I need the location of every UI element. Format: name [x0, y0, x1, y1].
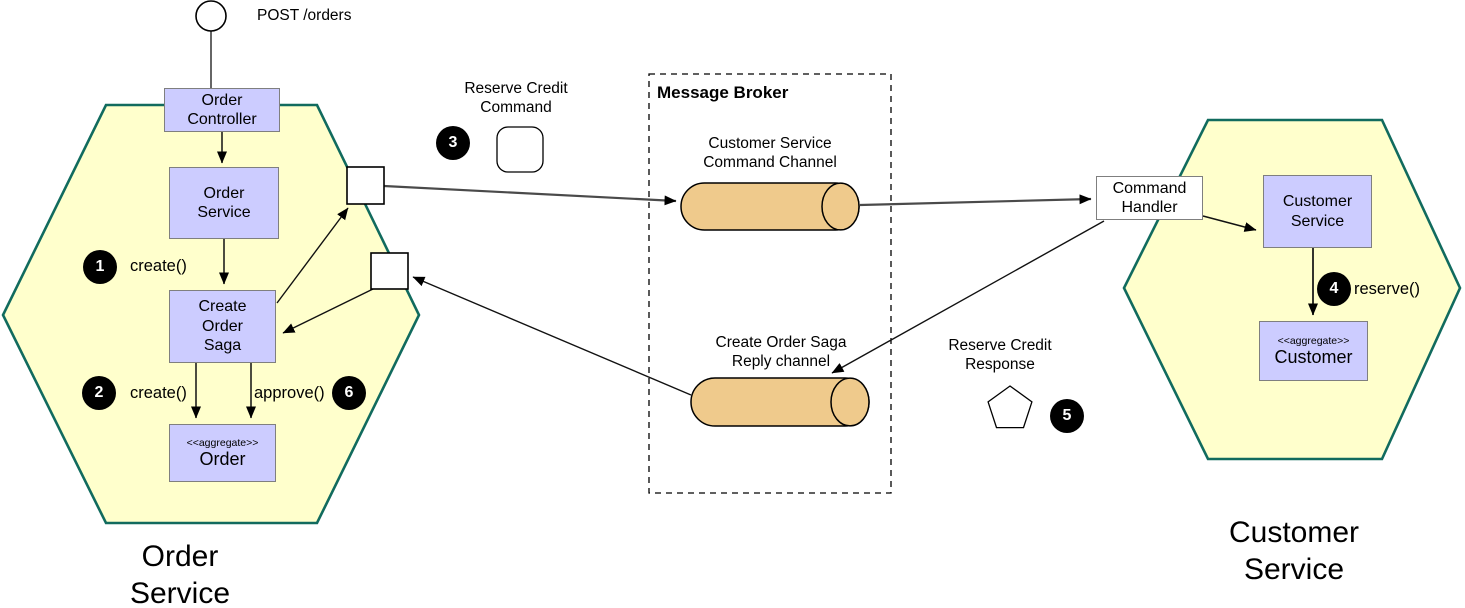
arrow-reply-channel-to-inbound-port — [412, 276, 692, 396]
arrow-inbound-port-to-saga — [282, 288, 374, 334]
step-5-badge: 5 — [1050, 399, 1084, 433]
reply-channel-cylinder — [690, 377, 870, 427]
actor-icon — [195, 0, 227, 32]
actor-label: POST /orders — [257, 7, 352, 24]
customer-service-hexagon-label: Customer Service — [1228, 516, 1360, 586]
arrow-command-channel-to-command-handler — [859, 194, 1092, 207]
outbound-port-icon — [346, 166, 385, 205]
customer-aggregate-name: Customer — [1274, 347, 1353, 367]
order-aggregate-stereotype: <<aggregate>> — [186, 437, 259, 449]
order-service-hexagon-label: Order Service — [129, 540, 231, 608]
order-aggregate-box: <<aggregate>> Order — [169, 424, 276, 482]
create-order-saga-box: Create Order Saga — [169, 290, 276, 363]
order-service-box: Order Service — [169, 167, 279, 239]
reply-channel-label: Create Order Saga Reply channel — [715, 334, 847, 370]
arrow-outbound-port-to-command-channel — [383, 184, 677, 206]
command-channel-label: Customer Service Command Channel — [703, 135, 837, 171]
customer-aggregate-box: <<aggregate>> Customer — [1259, 321, 1368, 381]
step-2-label: create() — [130, 384, 187, 402]
step-6-badge: 6 — [332, 376, 366, 410]
command-channel-cylinder — [680, 182, 860, 231]
message-broker-title: Message Broker — [657, 83, 789, 102]
step-3-badge: 3 — [436, 126, 470, 160]
customer-service-box: Customer Service — [1263, 175, 1372, 248]
arrow-saga-to-outbound-port — [276, 207, 349, 304]
step-4-badge: 4 — [1317, 272, 1351, 306]
step-6-label: approve() — [254, 384, 325, 402]
arrow-command-handler-to-customer-service — [1202, 215, 1257, 232]
step-1-badge: 1 — [83, 250, 117, 284]
order-aggregate-name: Order — [199, 449, 246, 469]
command-handler-box: Command Handler — [1096, 176, 1203, 220]
reserve-credit-command-label: Reserve Credit Command — [464, 80, 568, 116]
inbound-port-icon — [370, 252, 409, 290]
response-message-icon — [987, 385, 1033, 429]
customer-service-hexagon — [1122, 118, 1462, 461]
arrow-command-handler-to-reply-channel — [831, 220, 1105, 374]
command-message-icon — [496, 126, 544, 173]
step-2-badge: 2 — [82, 376, 116, 410]
step-1-label: create() — [130, 257, 187, 275]
message-broker-boundary — [648, 73, 892, 494]
customer-aggregate-stereotype: <<aggregate>> — [1277, 335, 1350, 347]
reserve-credit-response-label: Reserve Credit Response — [948, 337, 1052, 373]
step-4-label: reserve() — [1354, 280, 1421, 298]
order-controller-box: Order Controller — [164, 88, 280, 132]
